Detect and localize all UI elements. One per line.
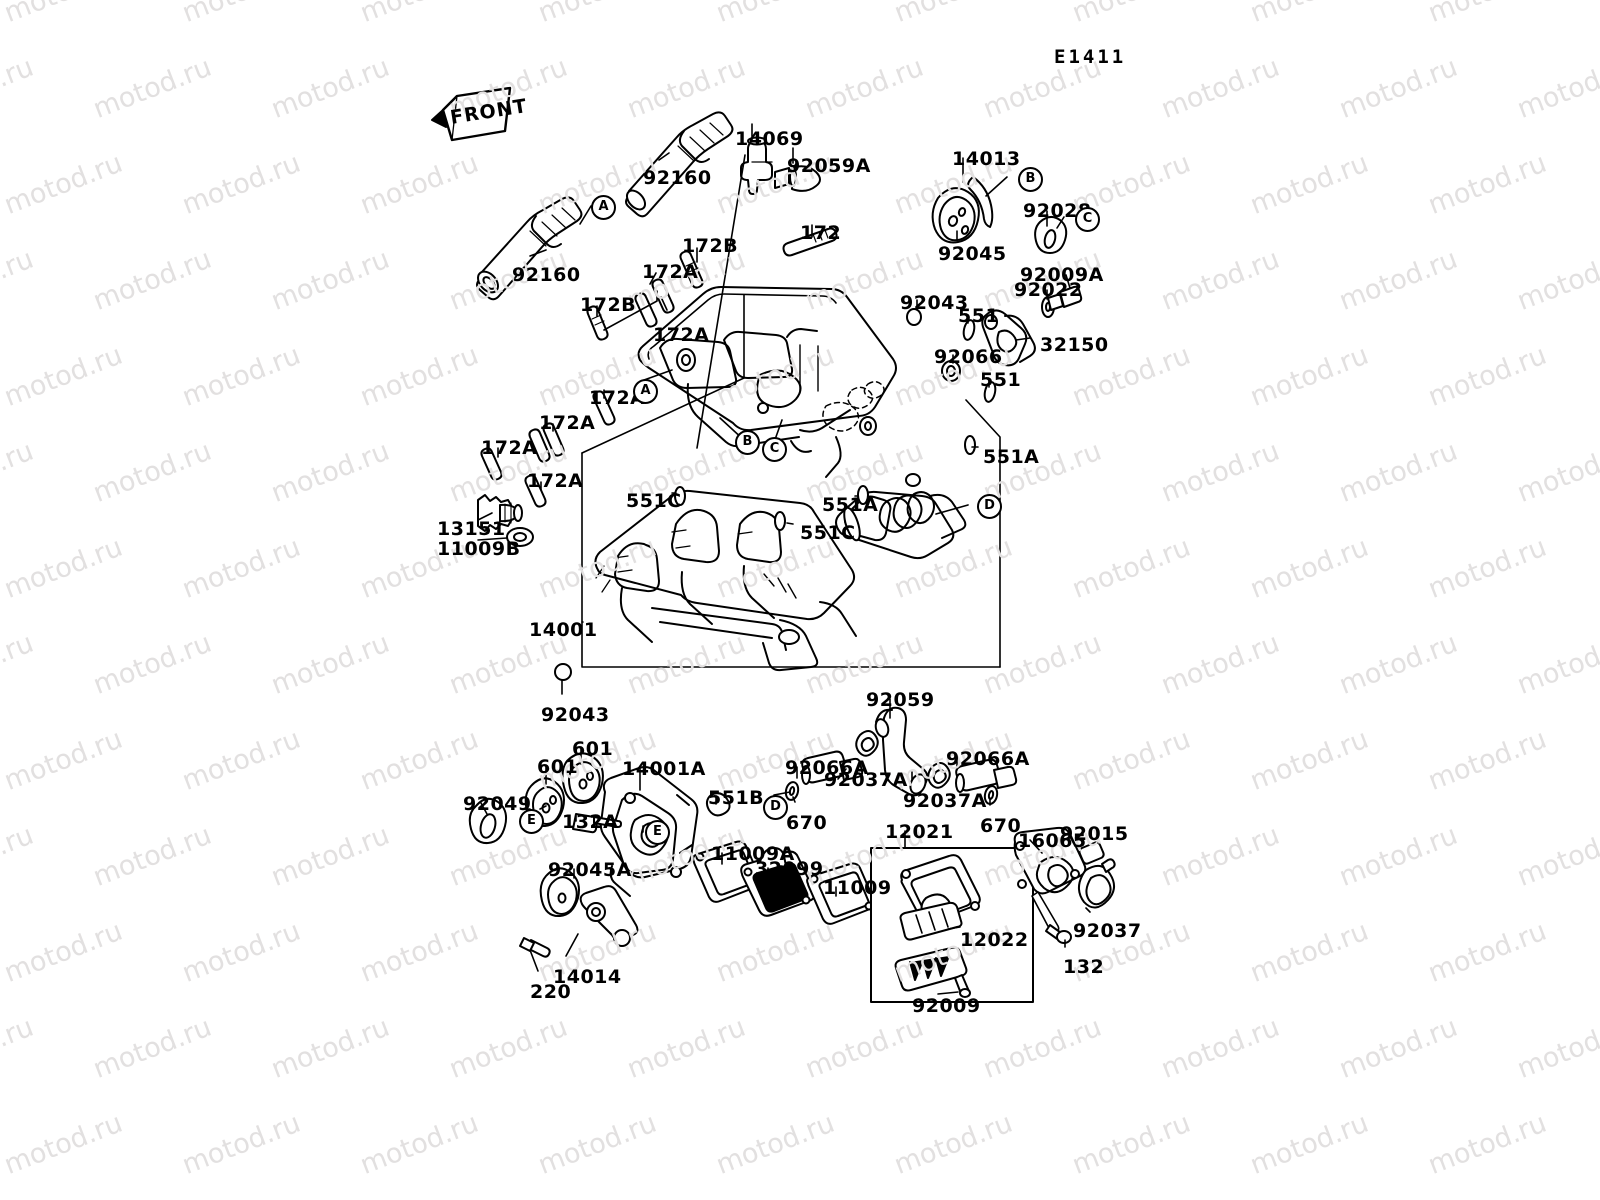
part-label-handle-grip-left: 92160 <box>512 264 581 286</box>
part-label-screw-220: 220 <box>530 981 572 1003</box>
part-label-reed: 12022 <box>960 929 1029 951</box>
part-label-pin-lower: 92043 <box>541 704 610 726</box>
reference-marker-c: C <box>762 437 787 462</box>
part-label-tube: 92059A <box>787 155 871 177</box>
part-label-crankcase: 14001 <box>529 619 598 641</box>
studs-art <box>480 250 704 508</box>
screen-14013-art <box>967 176 994 228</box>
grip-left-art <box>476 196 583 301</box>
reference-marker-d: D <box>977 494 1002 519</box>
reference-marker-a: A <box>591 195 616 220</box>
part-label-bearing-ball-a: 92045A <box>548 859 632 881</box>
reference-marker-e: E <box>645 820 670 845</box>
part-label-bolt-stud-b-lower: 172B <box>580 294 637 316</box>
part-label-pin-551-upper: 551 <box>958 305 1000 327</box>
part-label-bearing-ball: 92045 <box>938 243 1007 265</box>
part-label-bolt-stud-a-6: 172A <box>527 470 584 492</box>
part-label-bolt-stud-b-upper: 172B <box>682 235 739 257</box>
part-label-holder: 16065 <box>1018 830 1087 852</box>
part-label-bolt-stud-a-1: 172A <box>642 261 699 283</box>
part-label-pin-551c-right: 551C <box>800 522 856 544</box>
part-label-clamp-a-left: 92037A <box>824 769 908 791</box>
part-label-gasket-a: 11009A <box>711 843 795 865</box>
part-label-cap-oil-filler: 14069 <box>735 128 804 150</box>
part-label-o-ring-left: 670 <box>786 812 828 834</box>
part-label-gasket: 11009 <box>823 877 892 899</box>
part-label-screen: 14013 <box>952 148 1021 170</box>
part-label-bolt-stud: 172 <box>800 222 842 244</box>
reference-marker-c: C <box>1075 207 1100 232</box>
part-label-screw-a: 92009A <box>1020 264 1104 286</box>
part-label-o-ring-right: 670 <box>980 815 1022 837</box>
part-label-switch: 13151 <box>437 518 506 540</box>
bearing-92045-art <box>931 187 980 244</box>
part-label-bolt-stud-a-4: 172A <box>539 412 596 434</box>
part-label-gasket-b: 11009B <box>437 538 521 560</box>
part-label-bolt-132a: 132A <box>562 811 619 833</box>
part-label-pipe-holder: 32150 <box>1040 334 1109 356</box>
diagram-code: E1411 <box>1054 46 1127 68</box>
part-label-clamp: 92037 <box>1073 920 1142 942</box>
part-label-reed-valve-housing: 32099 <box>755 858 824 880</box>
part-label-bolt-stud-a-5: 172A <box>481 437 538 459</box>
front-arrow-marker <box>431 86 512 142</box>
reference-marker-b: B <box>735 430 760 455</box>
part-label-plug-a-right: 92066A <box>946 748 1030 770</box>
part-label-pin-551-lower: 551 <box>980 369 1022 391</box>
part-label-crankcase-cover: 14001A <box>622 758 706 780</box>
grip-right-art <box>625 111 734 218</box>
part-label-bushing: 92028 <box>1023 200 1092 222</box>
part-label-screw: 92009 <box>912 995 981 1017</box>
part-label-oil-seal: 92049 <box>463 793 532 815</box>
part-label-pin-upper: 92043 <box>900 292 969 314</box>
pin-551-art <box>554 308 997 681</box>
part-label-bolt-stud-a-3: 172A <box>589 387 646 409</box>
upper-crankcase-art <box>637 286 897 478</box>
holder-32150-art <box>981 285 1083 367</box>
stud-172-art <box>782 227 838 257</box>
part-label-bearing-ball-601-right: 601 <box>572 738 614 760</box>
part-label-plate: 14014 <box>553 966 622 988</box>
part-label-pin-551a-left: 551A <box>822 494 879 516</box>
exhaust-pipe-art <box>835 473 967 560</box>
part-label-washer: 92022 <box>1014 279 1083 301</box>
part-label-bearing-ball-601-left: 601 <box>537 756 579 778</box>
reference-marker-a: A <box>633 379 658 404</box>
reference-marker-b: B <box>1018 167 1043 192</box>
part-label-nut: 92015 <box>1060 823 1129 845</box>
reference-marker-d: D <box>763 795 788 820</box>
part-label-reed-valve-assy: 12021 <box>885 821 954 843</box>
part-label-plug: 92066 <box>934 346 1003 368</box>
leader-lines <box>477 123 1071 695</box>
tube-92059a-art <box>774 165 821 192</box>
reed-valve-box-art <box>870 847 1034 1003</box>
part-label-hose: 92059 <box>866 689 935 711</box>
part-label-pin-551c-left: 551C <box>626 490 682 512</box>
part-label-pin-551a-right: 551A <box>983 446 1040 468</box>
hose-assembly-art <box>784 706 1018 805</box>
holder-16065-art <box>1013 826 1116 944</box>
part-label-plug-a-left: 92066A <box>785 757 869 779</box>
reference-marker-e: E <box>519 809 544 834</box>
part-label-pin-551b: 551B <box>708 787 765 809</box>
part-label-bolt-stud-a-2: 172A <box>653 324 710 346</box>
part-label-bolt-132: 132 <box>1063 956 1105 978</box>
switch-art <box>477 494 534 547</box>
part-label-handle-grip-right: 92160 <box>643 167 712 189</box>
front-label: FRONT <box>448 95 529 129</box>
part-label-clamp-a-right: 92037A <box>903 790 987 812</box>
gaskets-art <box>692 840 876 925</box>
